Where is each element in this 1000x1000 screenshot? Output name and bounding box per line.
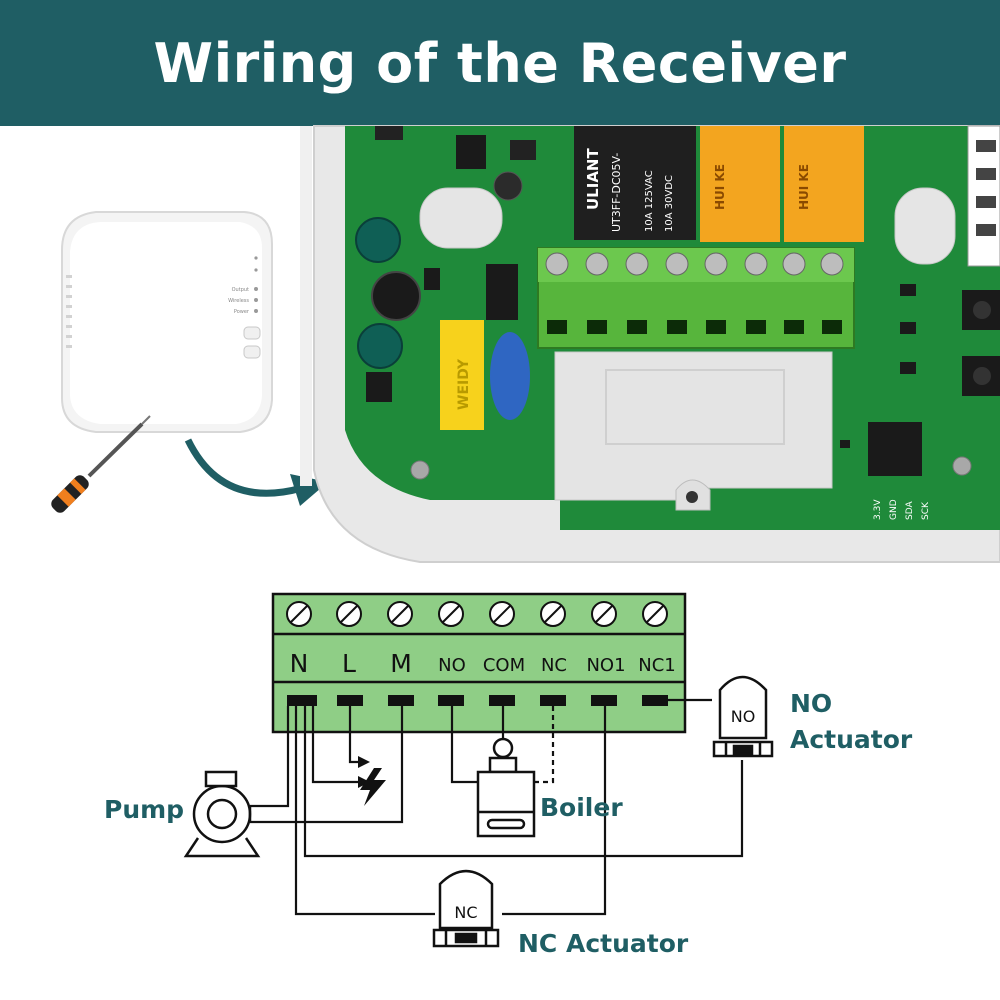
boiler-label: Boiler xyxy=(540,793,623,822)
terminal-slots xyxy=(287,695,668,706)
terminal-label-nc1: NC1 xyxy=(638,655,676,676)
wire-no-boiler xyxy=(450,706,478,784)
wire-n-no-actuator xyxy=(303,706,744,858)
relay-main: ULIANT UT3FF-DC05V- 10A 125VAC 10A 30VDC xyxy=(574,126,696,240)
indicator-label-power: Power xyxy=(234,309,250,315)
pin-label-sck: SCK xyxy=(921,501,931,520)
wiring xyxy=(250,698,744,916)
terminal-label-no1: NO1 xyxy=(586,655,625,676)
indicator-label-output: Output xyxy=(232,287,249,293)
terminal-label-l: L xyxy=(342,649,356,678)
indicator-label-wireless: Wireless xyxy=(228,298,249,304)
relay-main-text-4: 10A 30VDC xyxy=(664,175,675,232)
lightning-icon xyxy=(360,768,386,806)
boiler-icon xyxy=(476,737,536,838)
relay-main-text-2: UT3FF-DC05V- xyxy=(610,153,623,232)
device-button-top xyxy=(243,326,261,340)
terminal-label-no: NO xyxy=(438,655,466,676)
no-actuator-cap-label: NO xyxy=(731,707,756,726)
no-actuator-label-line1: NO xyxy=(790,689,832,718)
no-actuator-icon xyxy=(712,675,774,758)
screwdriver-icon xyxy=(51,415,151,513)
relay-yellow-1: HUI KE xyxy=(700,126,780,242)
indicator-lights: Output Wireless Power xyxy=(228,256,258,315)
terminal-strip: N L M NO COM NC NO1 NC1 xyxy=(271,592,687,734)
device-button-bottom xyxy=(243,345,261,359)
terminal-label-nc: NC xyxy=(541,655,567,676)
relay-yellow-1-text: HUI KE xyxy=(713,164,727,210)
pin-label-3v3: 3.3V xyxy=(873,499,883,520)
capacitor-label: WEIDY xyxy=(456,358,472,410)
vent-slots xyxy=(66,275,72,348)
relay-main-text-1: ULIANT xyxy=(584,148,602,210)
pin-label-gnd: GND xyxy=(889,499,899,520)
pcb-photo: ULIANT UT3FF-DC05V- 10A 125VAC 10A 30VDC… xyxy=(300,125,1000,563)
relay-yellow-2-text: HUI KE xyxy=(797,164,811,210)
terminal-labels: N L M NO COM NC NO1 NC1 xyxy=(290,649,676,678)
receiver-device: Output Wireless Power xyxy=(61,211,273,433)
terminal-label-com: COM xyxy=(483,655,525,676)
terminal-label-n: N xyxy=(290,649,309,678)
wire-no1-nc-actuator xyxy=(502,706,607,916)
page-title: Wiring of the Receiver xyxy=(153,31,847,95)
terminal-screws xyxy=(286,601,668,627)
pcb-pin-labels: 3.3V GND SDA SCK xyxy=(873,499,931,520)
relay-main-text-3: 10A 125VAC xyxy=(644,170,655,232)
no-actuator-label-line2: Actuator xyxy=(790,725,913,754)
nc-actuator-cap-label: NC xyxy=(454,903,477,922)
terminal-label-m: M xyxy=(390,649,412,678)
pcb-terminal-block xyxy=(537,247,855,349)
wire-nc-boiler xyxy=(534,706,555,784)
nc-actuator-icon xyxy=(432,869,500,948)
pump-label: Pump xyxy=(104,795,184,824)
pump-icon xyxy=(183,770,261,858)
nc-actuator-label: NC Actuator xyxy=(518,929,689,958)
wire-m-pump xyxy=(250,706,404,824)
wire-l xyxy=(348,706,358,764)
arrow-heads xyxy=(358,756,370,788)
title-banner: Wiring of the Receiver xyxy=(0,0,1000,126)
wire-n-nc-actuator xyxy=(294,706,435,916)
wire-n-earth xyxy=(311,706,358,784)
pin-label-sda: SDA xyxy=(905,501,915,520)
relay-yellow-2: HUI KE xyxy=(784,126,864,242)
wire-n-pump xyxy=(250,706,290,808)
